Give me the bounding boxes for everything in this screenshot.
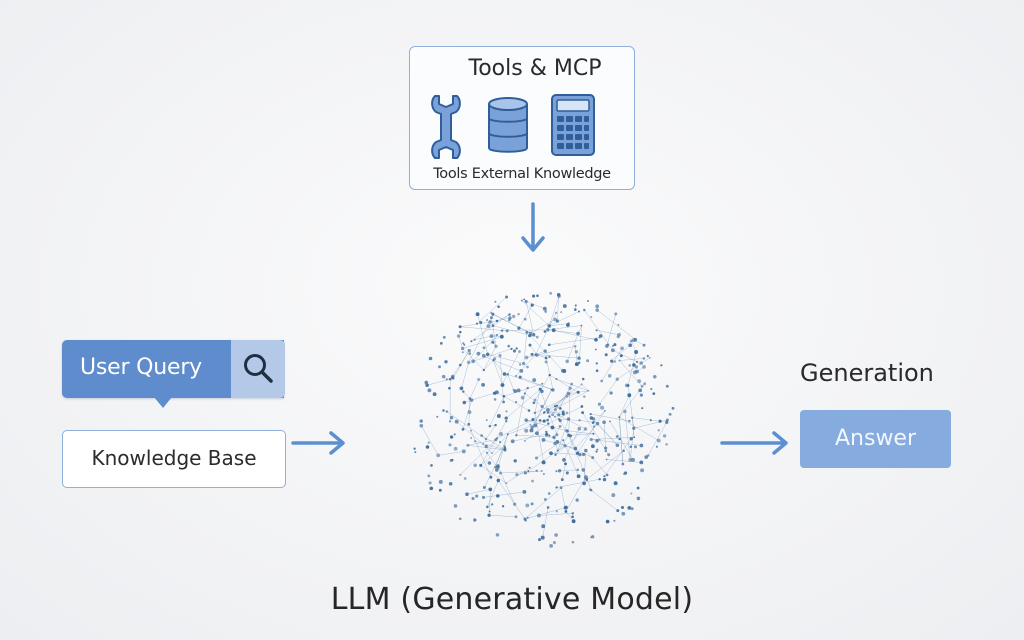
search-icon — [244, 354, 273, 383]
input-to-model-arrow — [291, 431, 345, 455]
knowledge-base-box: Knowledge Base — [62, 430, 286, 488]
llm-label: LLM (Generative Model) — [330, 582, 694, 617]
generation-label: Generation — [800, 359, 934, 387]
model-to-answer-arrow — [720, 431, 788, 455]
calculator-icon — [551, 94, 595, 156]
tools-title: Tools & MCP — [468, 56, 602, 81]
tools-to-model-arrow — [521, 202, 545, 252]
answer-box: Answer — [800, 410, 951, 468]
user-query-label: User Query — [80, 355, 202, 380]
database-icon — [488, 97, 528, 153]
tools-caption: Tools External Knowledge — [433, 166, 611, 182]
wrench-icon — [431, 95, 461, 159]
neural-network-graphic — [413, 291, 675, 548]
tools-panel: Tools & MCP Tools External Knowledge — [409, 46, 635, 190]
speech-bubble-tail — [154, 397, 172, 408]
search-button — [231, 340, 285, 398]
